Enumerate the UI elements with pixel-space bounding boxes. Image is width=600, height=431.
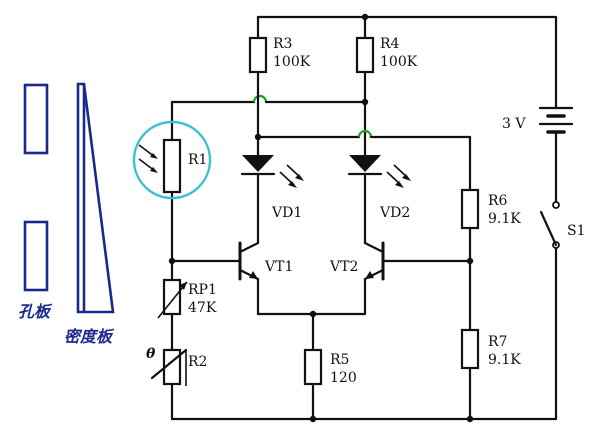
r4-resistor	[355, 36, 375, 74]
vt1-label: VT1	[264, 259, 293, 275]
s1-label: S1	[567, 223, 586, 239]
vt1-collector-line	[238, 241, 260, 254]
vt2-emitter-arrow	[365, 271, 374, 279]
r5-resistor	[303, 348, 323, 386]
junction-dot	[168, 257, 176, 265]
r6-resistor	[460, 188, 480, 230]
density-plate-wedge	[76, 82, 115, 314]
vd2-led-triangle	[349, 155, 381, 172]
r3-value: 100K	[273, 54, 311, 70]
r1-highlight-circle	[132, 120, 212, 200]
vd1-emit-arrowhead	[288, 181, 297, 188]
junction-dot	[361, 98, 369, 106]
vt2-collector-line	[363, 241, 385, 254]
r7-resistor	[460, 328, 480, 370]
rp1-potentiometer	[162, 278, 182, 316]
battery-label: 3 V	[502, 116, 526, 132]
r5-label: R5	[330, 352, 349, 368]
junction-dot	[361, 13, 369, 21]
vt1-emitter-arrow	[249, 271, 258, 279]
r3-label: R3	[273, 36, 292, 52]
r1-light-arrowhead	[150, 167, 158, 173]
r1-label: R1	[188, 152, 207, 168]
junction-dot	[466, 415, 474, 423]
vd1-emit-arrowhead	[295, 174, 304, 181]
r2-label: R2	[188, 354, 207, 370]
s1-switch-blade	[539, 210, 558, 247]
crossover-hop-right	[357, 129, 373, 138]
crossover-hop-left	[252, 94, 268, 103]
r3-resistor	[248, 36, 268, 74]
r7-value: 9.1K	[488, 352, 521, 368]
r5-value: 120	[330, 370, 357, 386]
rp1-value: 47K	[188, 300, 217, 316]
hole-plate-bottom-slot	[23, 220, 49, 292]
r1-photoresistor	[162, 138, 182, 194]
r2-theta-symbol: θ	[146, 346, 156, 362]
rp1-label: RP1	[188, 282, 217, 298]
junction-dot	[254, 133, 262, 141]
hole-plate-label: 孔板	[18, 302, 53, 321]
density-plate-label: 密度板	[64, 327, 115, 346]
r4-value: 100K	[380, 54, 418, 70]
r6-value: 9.1K	[488, 211, 521, 227]
junction-dot	[466, 257, 474, 265]
vd1-led-triangle	[242, 155, 274, 172]
vd1-label: VD1	[271, 205, 302, 221]
rp1-adjust-arrowhead	[179, 282, 187, 290]
r1-light-arrowhead	[150, 153, 158, 159]
junction-dot	[309, 310, 317, 318]
junction-dot	[309, 415, 317, 423]
r6-label: R6	[488, 193, 508, 209]
vd2-label: VD2	[379, 205, 410, 221]
hole-plate-top-slot	[23, 83, 49, 155]
s1-terminal	[552, 201, 560, 209]
vt2-label: VT2	[329, 259, 358, 275]
vd2-emit-arrowhead	[402, 174, 411, 181]
r4-label: R4	[380, 36, 400, 52]
vd2-emit-arrowhead	[395, 181, 404, 188]
r2-theta-slash	[150, 348, 188, 380]
r7-label: R7	[488, 334, 507, 350]
